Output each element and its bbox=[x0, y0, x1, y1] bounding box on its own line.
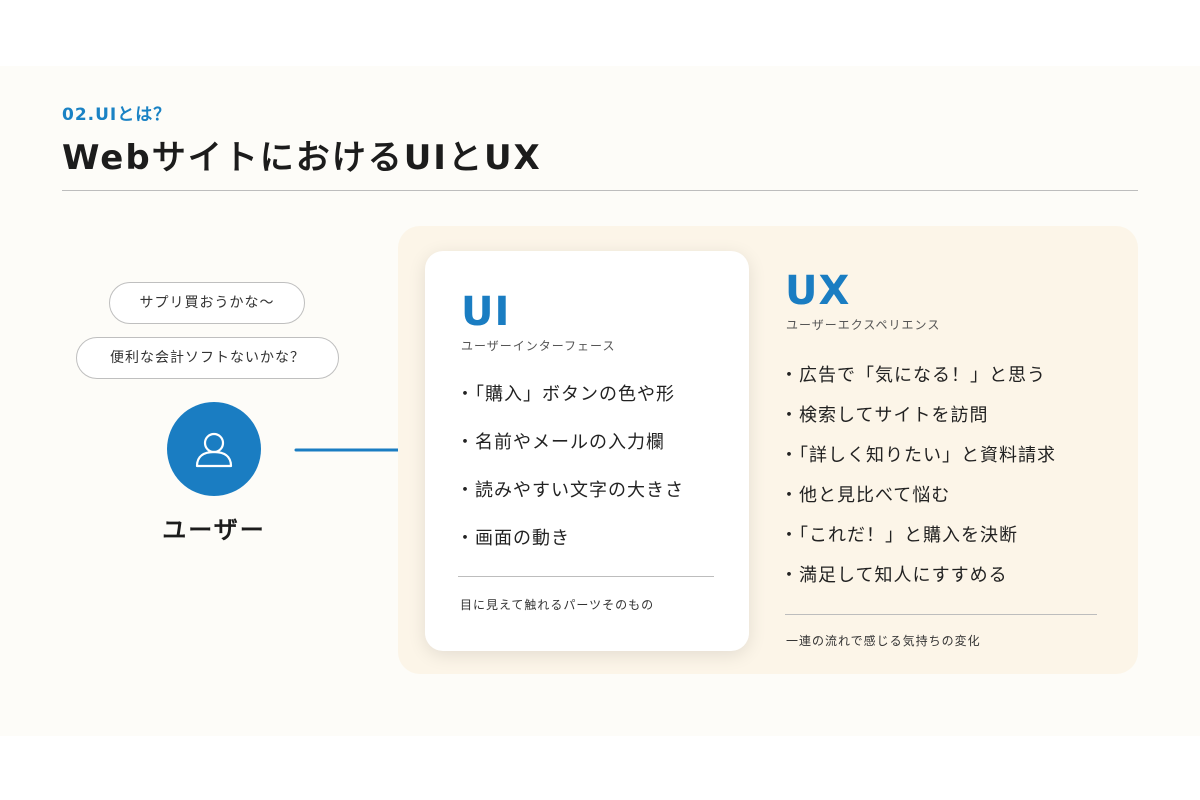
ux-subheading: ユーザーエクスペリエンス bbox=[786, 318, 941, 332]
ui-caption: 目に見えて触れるパーツそのもの bbox=[460, 598, 655, 612]
list-item: ・「これだ！」と購入を決断 bbox=[780, 525, 1018, 546]
ui-list: ・「購入」ボタンの色や形 ・名前やメールの入力欄 ・読みやすい文字の大きさ ・画… bbox=[456, 380, 684, 572]
user-label: ユーザー bbox=[162, 516, 266, 544]
ui-card bbox=[425, 251, 749, 651]
list-item: ・満足して知人にすすめる bbox=[780, 565, 1008, 586]
ui-subheading: ユーザーインターフェース bbox=[461, 339, 616, 353]
section-label: 02.UIとは？ bbox=[62, 105, 172, 125]
list-item: ・検索してサイトを訪問 bbox=[780, 405, 989, 426]
person-icon bbox=[195, 432, 233, 468]
ui-divider bbox=[458, 576, 714, 577]
thought-bubble: サプリ買おうかな〜 bbox=[109, 282, 305, 324]
list-item: ・他と見比べて悩む bbox=[780, 485, 951, 506]
list-item: ・画面の動き bbox=[456, 528, 570, 549]
ui-heading: UI bbox=[461, 289, 511, 335]
ux-divider bbox=[785, 614, 1097, 615]
list-item: ・広告で「気になる！」と思う bbox=[780, 365, 1046, 386]
list-item: ・「詳しく知りたい」と資料請求 bbox=[780, 445, 1056, 466]
ux-list: ・広告で「気になる！」と思う ・検索してサイトを訪問 ・「詳しく知りたい」と資料… bbox=[780, 361, 1056, 601]
title-divider bbox=[62, 190, 1138, 191]
user-avatar bbox=[167, 402, 261, 496]
thought-bubble: 便利な会計ソフトないかな？ bbox=[76, 337, 339, 379]
ux-caption: 一連の流れで感じる気持ちの変化 bbox=[786, 634, 981, 648]
list-item: ・名前やメールの入力欄 bbox=[456, 432, 665, 453]
page-title: WebサイトにおけるUIとUX bbox=[62, 138, 542, 178]
ux-heading: UX bbox=[785, 268, 851, 314]
list-item: ・読みやすい文字の大きさ bbox=[456, 480, 684, 501]
list-item: ・「購入」ボタンの色や形 bbox=[456, 384, 675, 405]
